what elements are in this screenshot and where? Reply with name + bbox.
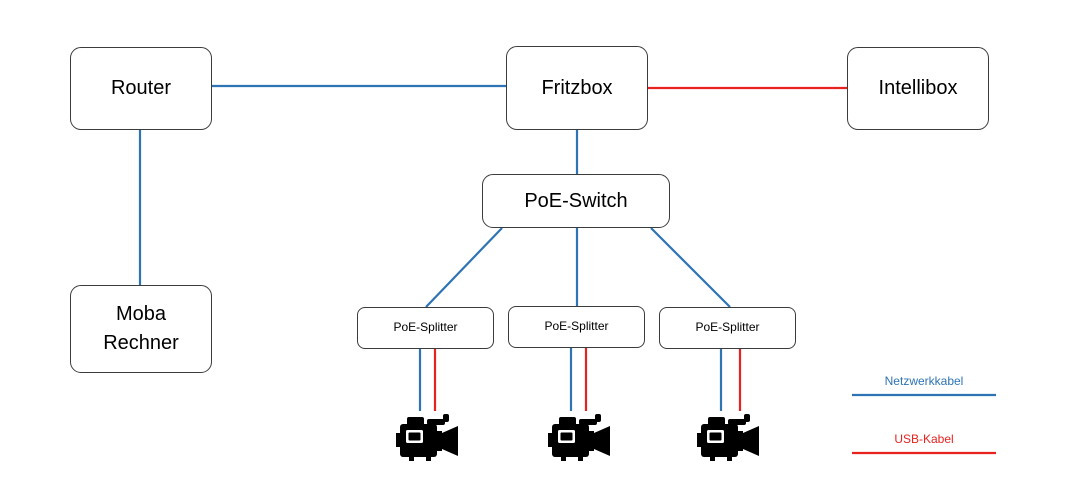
- moba-rechner-label: Moba Rechner: [103, 303, 179, 354]
- poe-splitter-box-1: PoE-Splitter: [357, 307, 494, 349]
- poe-splitter-label-3: PoE-Splitter: [695, 320, 760, 335]
- cable-switch-splitter-1: [425, 227, 503, 308]
- router-box: Router: [70, 47, 212, 130]
- intellibox-box: Intellibox: [847, 47, 989, 130]
- poe-switch-label: PoE-Switch: [524, 189, 628, 212]
- poe-splitter-box-3: PoE-Splitter: [659, 307, 796, 349]
- intellibox-label: Intellibox: [878, 77, 958, 99]
- video-camera-icon: [697, 414, 759, 461]
- video-camera-icon: [396, 414, 458, 461]
- cable-switch-splitter-3: [650, 227, 731, 308]
- poe-switch-box: PoE-Switch: [482, 174, 670, 228]
- moba-rechner-box: Moba Rechner: [70, 285, 212, 373]
- legend-usb-label: USB-Kabel: [894, 432, 954, 446]
- poe-splitter-label-2: PoE-Splitter: [544, 319, 609, 334]
- poe-splitter-box-2: PoE-Splitter: [508, 306, 645, 348]
- fritzbox-label: Fritzbox: [541, 76, 613, 99]
- legend-network-label: Netzwerkkabel: [884, 374, 964, 388]
- poe-splitter-label-1: PoE-Splitter: [393, 320, 458, 335]
- fritzbox-box: Fritzbox: [506, 46, 648, 130]
- router-label: Router: [110, 77, 172, 99]
- video-camera-icon: [548, 414, 610, 461]
